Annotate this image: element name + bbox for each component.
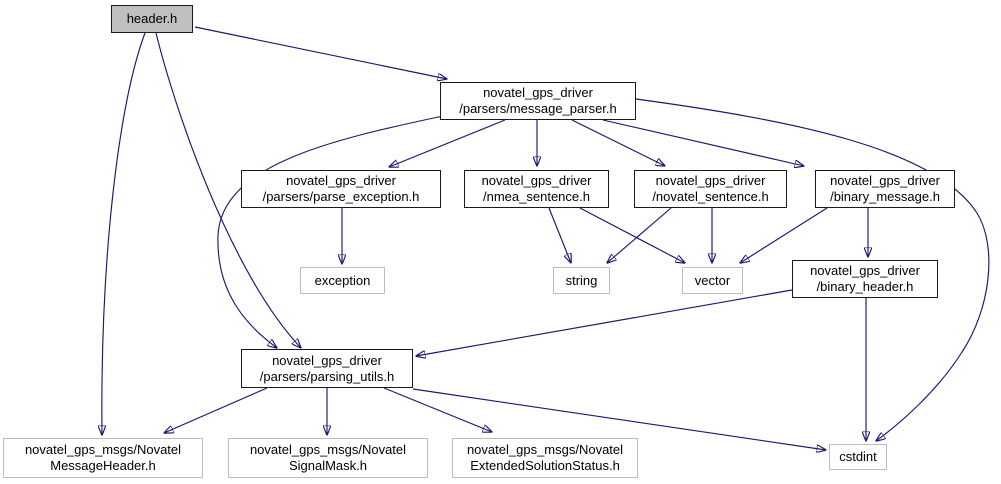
node-label: string bbox=[565, 272, 598, 288]
node-exception: exception bbox=[300, 267, 385, 294]
node-label: /binary_message.h bbox=[830, 189, 940, 204]
node-label: MessageHeader.h bbox=[50, 458, 156, 473]
edge-message-parser-to-parsing-utils bbox=[217, 115, 444, 348]
node-label: /parsers/parse_exception.h bbox=[262, 189, 420, 204]
node-header-h: header.h bbox=[111, 5, 193, 33]
node-label: /parsers/message_parser.h bbox=[459, 101, 617, 116]
node-novatel-extended-solution-status-h: novatel_gps_msgs/Novatel ExtendedSolutio… bbox=[452, 438, 638, 478]
node-label: cstdint bbox=[839, 449, 877, 464]
node-label: novatel_gps_driver bbox=[810, 263, 920, 278]
node-label: vector bbox=[694, 272, 731, 288]
node-label: novatel_gps_driver bbox=[272, 352, 382, 368]
edge-header-to-parsing-utils bbox=[155, 32, 301, 348]
node-label: header.h bbox=[126, 11, 178, 26]
node-label: /novatel_sentence.h bbox=[652, 189, 769, 204]
edge-parsing-utils-to-novatel-extended-solution-status bbox=[383, 387, 492, 432]
node-label: novatel_gps_msgs/Novatel bbox=[466, 442, 624, 457]
edge-parsing-utils-to-cstdint bbox=[412, 388, 826, 450]
edge-header-to-message-parser bbox=[194, 26, 447, 79]
edge-message-parser-to-parse-exception bbox=[389, 119, 506, 167]
node-parsing-utils-h[interactable]: novatel_gps_driver /parsers/parsing_util… bbox=[241, 349, 413, 388]
node-message-parser-h[interactable]: novatel_gps_driver /parsers/message_pars… bbox=[440, 82, 636, 120]
node-string: string bbox=[553, 267, 610, 294]
edge-header-to-novatel-message-header bbox=[102, 32, 146, 435]
node-parse-exception-h[interactable]: novatel_gps_driver /parsers/parse_except… bbox=[241, 170, 441, 208]
edge-parsing-utils-to-novatel-message-header bbox=[164, 387, 268, 433]
node-label: novatel_gps_driver bbox=[481, 173, 592, 188]
edge-message-parser-to-novatel-sentence bbox=[571, 119, 665, 166]
node-binary-header-h[interactable]: novatel_gps_driver /binary_header.h bbox=[792, 260, 938, 298]
node-vector: vector bbox=[682, 267, 743, 294]
node-binary-message-h[interactable]: novatel_gps_driver /binary_message.h bbox=[815, 170, 955, 208]
node-label: ExtendedSolutionStatus.h bbox=[470, 458, 620, 473]
node-label: novatel_gps_driver bbox=[655, 173, 766, 188]
edge-binary-message-to-vector bbox=[740, 207, 828, 263]
edge-binary-header-to-parsing-utils bbox=[416, 289, 793, 356]
node-label: exception bbox=[314, 272, 371, 288]
edge-message-parser-to-binary-message bbox=[602, 119, 804, 166]
node-novatel-message-header-h: novatel_gps_msgs/Novatel MessageHeader.h bbox=[3, 438, 203, 478]
node-label: /binary_header.h bbox=[816, 279, 914, 294]
node-label: novatel_gps_driver bbox=[286, 173, 396, 188]
node-cstdint: cstdint bbox=[829, 444, 887, 470]
node-label: novatel_gps_msgs/Novatel bbox=[249, 442, 407, 457]
node-label: SignalMask.h bbox=[288, 458, 368, 473]
node-novatel-sentence-h[interactable]: novatel_gps_driver /novatel_sentence.h bbox=[634, 170, 787, 208]
edge-novatel-sentence-to-string bbox=[607, 207, 672, 263]
node-novatel-signal-mask-h: novatel_gps_msgs/Novatel SignalMask.h bbox=[228, 438, 428, 478]
node-label: novatel_gps_driver bbox=[830, 173, 940, 188]
edge-message-parser-to-cstdint bbox=[635, 98, 990, 441]
node-label: /nmea_sentence.h bbox=[483, 189, 590, 204]
edge-nmea-sentence-to-vector bbox=[579, 207, 685, 263]
node-label: novatel_gps_msgs/Novatel bbox=[24, 442, 182, 457]
node-label: /parsers/parsing_utils.h bbox=[259, 368, 395, 384]
node-label: novatel_gps_driver bbox=[483, 85, 593, 100]
edge-nmea-sentence-to-string bbox=[548, 207, 571, 263]
node-nmea-sentence-h[interactable]: novatel_gps_driver /nmea_sentence.h bbox=[464, 170, 609, 208]
